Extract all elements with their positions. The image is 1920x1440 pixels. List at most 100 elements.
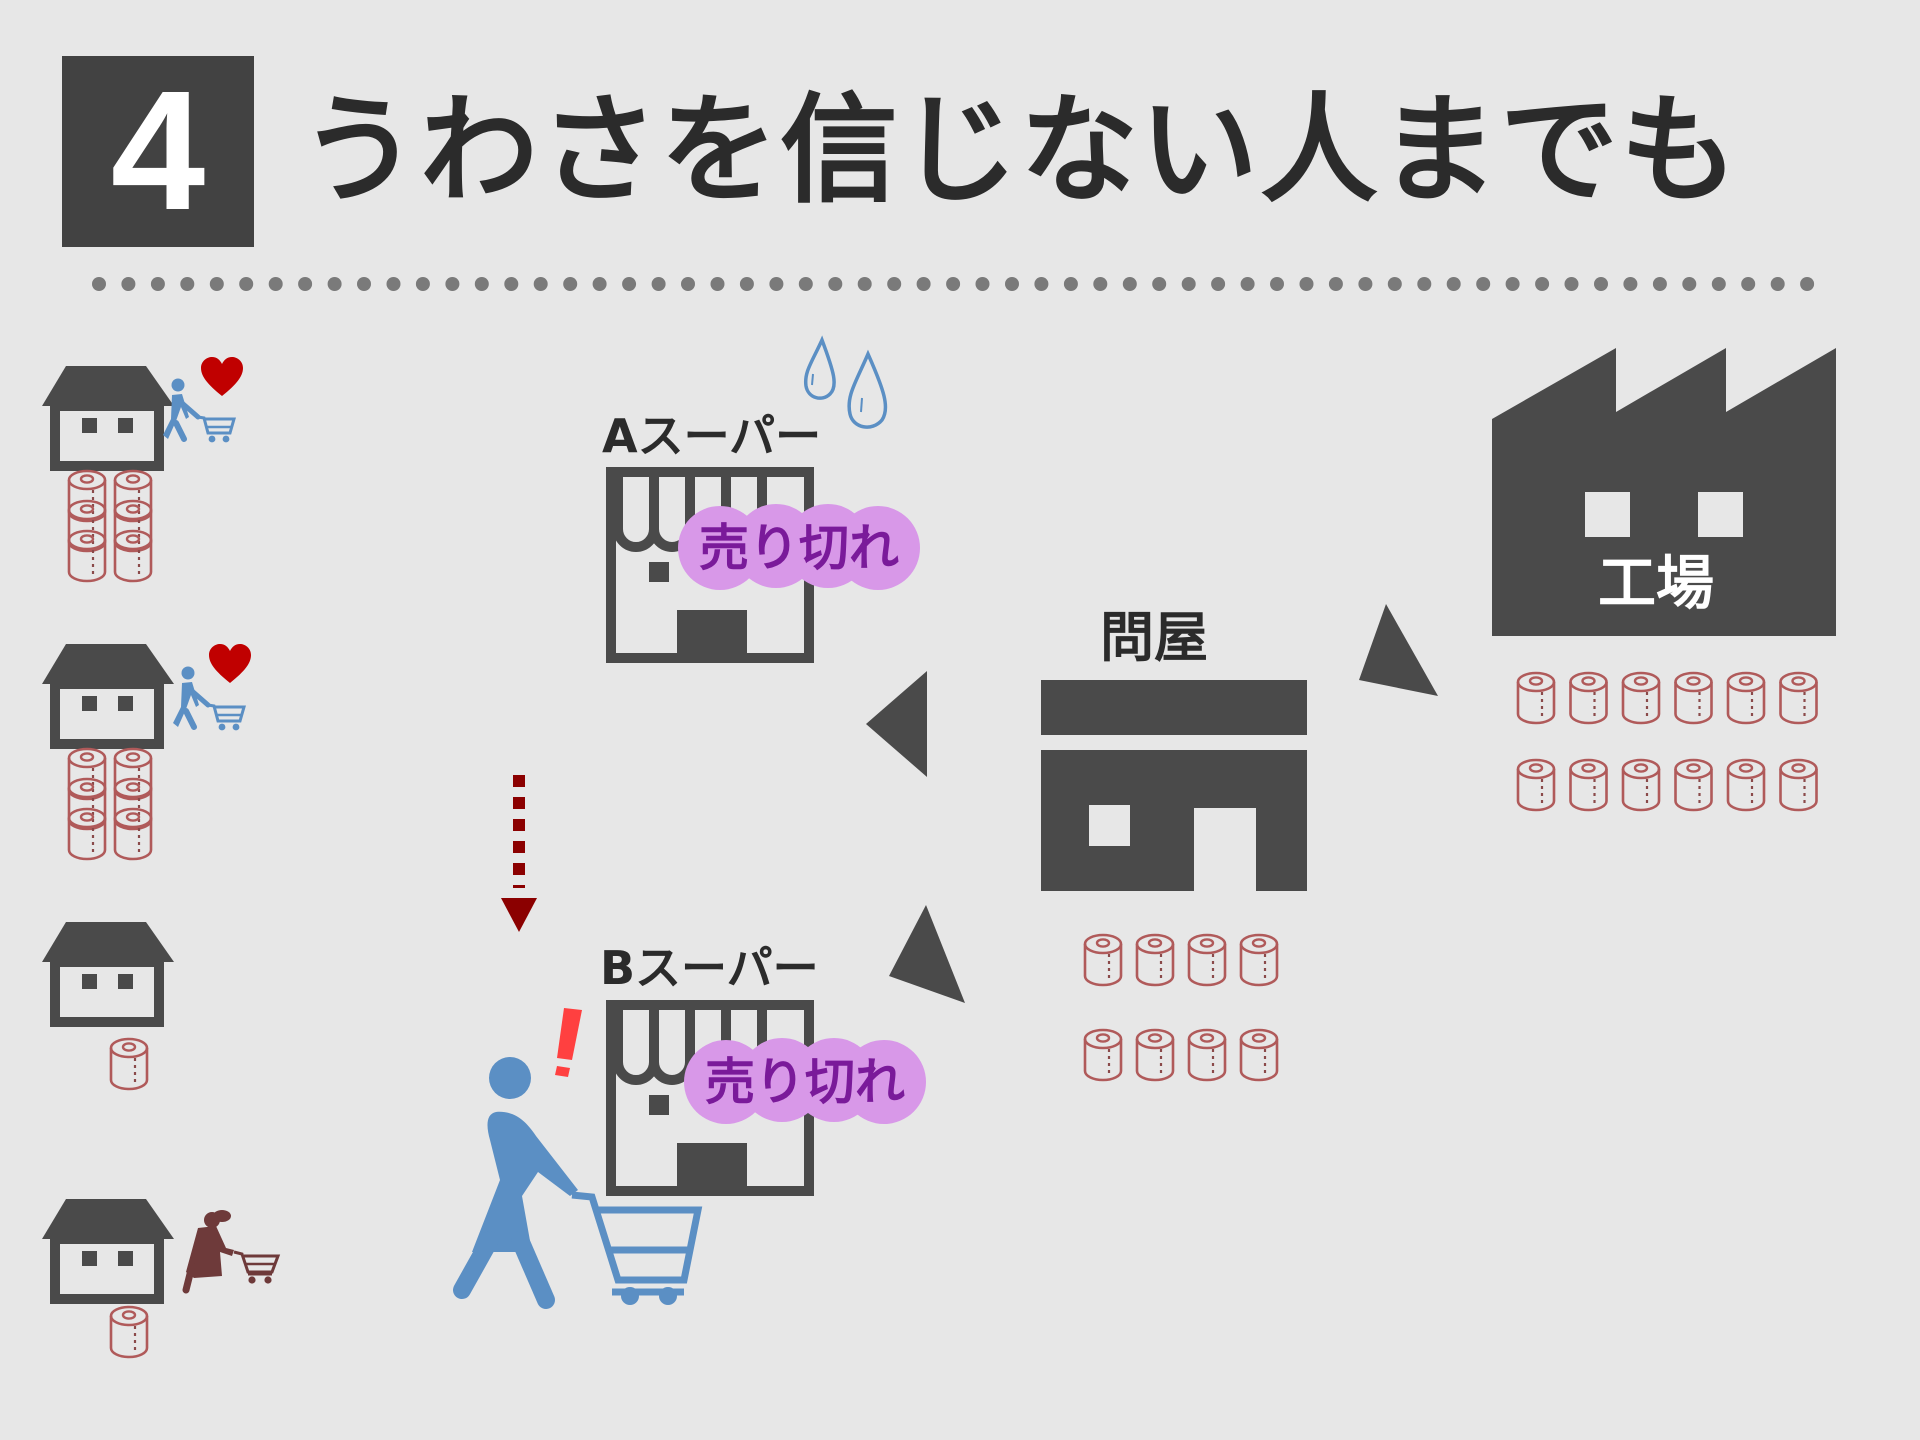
sweat-drops-icon: [803, 335, 888, 429]
divider-dot: [681, 277, 695, 291]
divider-dot: [298, 277, 313, 291]
cart-wheel: [621, 1287, 639, 1305]
paper-roll-icon: [1516, 671, 1556, 725]
paper-roll-icon: [1569, 671, 1608, 725]
divider-dot: [445, 277, 460, 291]
divider-dot: [1387, 277, 1402, 291]
arrow-to-store-b: [889, 905, 965, 1003]
shopping-cart-icon: [571, 1191, 703, 1296]
paper-roll-icon: [1516, 758, 1556, 812]
arrow-to-store-a: [866, 671, 927, 777]
paper-roll-icon: [1187, 1028, 1227, 1082]
factory-label: 工場: [1598, 549, 1715, 617]
paper-roll-icon: [1779, 671, 1818, 725]
divider-dot: [828, 277, 843, 291]
divider-dot: [1711, 277, 1726, 291]
divider-dot: [504, 277, 519, 291]
divider-dot: [1152, 277, 1167, 291]
paper-roll-icon: [109, 1305, 149, 1359]
factory-icon: [1492, 348, 1836, 636]
heart-icon: [201, 357, 243, 396]
cart-wheel: [659, 1287, 677, 1305]
divider-dot: [1770, 277, 1785, 291]
divider-dot: [1652, 277, 1667, 291]
divider-dot: [1122, 277, 1137, 291]
divider-dot: [533, 277, 548, 291]
divider-dot: [1505, 277, 1520, 291]
household-4: [42, 1199, 281, 1359]
paper-roll-icon: [1135, 933, 1175, 987]
divider-dot: [327, 277, 342, 291]
sold-out-badge-a: 売り切れ: [676, 502, 922, 594]
paper-roll-icon: [1083, 1028, 1123, 1082]
paper-roll-icon: [1621, 758, 1661, 812]
divider-dot: [1623, 277, 1638, 291]
badge-cloud: [684, 1038, 926, 1124]
paper-roll-icon: [1239, 1028, 1279, 1082]
store-a-label: Aスーパー: [602, 409, 822, 463]
divider-dot: [1328, 277, 1343, 291]
divider-dot: [1741, 277, 1756, 291]
divider-dot: [651, 277, 666, 291]
divider-dot: [357, 277, 371, 291]
divider-dot: [1211, 277, 1226, 291]
store-b-label: Bスーパー: [600, 941, 819, 995]
divider-dot: [1800, 277, 1815, 291]
divider-dot: [150, 277, 165, 291]
divider-dot: [474, 277, 489, 291]
divider-dot: [121, 277, 136, 291]
sold-out-text: 売り切れ: [699, 519, 899, 577]
paper-roll-icon: [1239, 933, 1279, 987]
exclamation-icon: [555, 1008, 582, 1077]
paper-roll-icon: [1621, 671, 1661, 725]
divider-dot: [769, 277, 784, 291]
paper-roll-icon: [1569, 758, 1608, 812]
divider-dot: [415, 277, 430, 291]
arrow-factory-to-wholesaler: [1359, 604, 1438, 696]
household-1: [42, 357, 243, 583]
dotted-divider: [92, 277, 1815, 291]
divider-dot: [1240, 277, 1255, 291]
divider-dot: [1299, 277, 1314, 291]
paper-roll-icon: [1674, 758, 1713, 812]
divider-dot: [386, 277, 401, 291]
divider-dot: [1682, 277, 1697, 291]
divider-dot: [857, 277, 872, 291]
badge-cloud: [678, 504, 920, 590]
slide-number: 4: [110, 56, 206, 246]
shopper-woman-large-icon: [453, 1057, 578, 1309]
wholesaler-label: 問屋: [1100, 606, 1208, 669]
divider-dot: [710, 277, 725, 291]
divider-dot: [180, 277, 195, 291]
house-icon: [42, 366, 174, 466]
divider-dot: [1358, 277, 1373, 291]
divider-dot: [798, 277, 813, 291]
store-a: [611, 335, 888, 658]
divider-dot: [1564, 277, 1579, 291]
sold-out-text: 売り切れ: [705, 1053, 905, 1111]
divider-dot: [1093, 277, 1108, 291]
divider-dot: [209, 277, 224, 291]
paper-roll-icon: [1135, 1028, 1175, 1082]
divider-dot: [1270, 277, 1284, 291]
paper-roll-icon: [1726, 671, 1766, 725]
divider-dot: [268, 277, 283, 291]
divider-dot: [1446, 277, 1461, 291]
divider-dot: [1535, 277, 1550, 291]
wholesaler-icon: [1041, 680, 1307, 891]
divider-dot: [622, 277, 637, 291]
house-icon: [42, 922, 174, 1022]
divider-dot: [946, 277, 961, 291]
wholesaler-paper-rolls: [1083, 933, 1279, 1082]
slide-title: うわさを信じない人までも: [300, 81, 1741, 219]
divider-dot: [1034, 277, 1049, 291]
divider-dot: [592, 277, 607, 291]
divider-dot: [1417, 277, 1432, 291]
paper-roll-icon: [1187, 933, 1227, 987]
slide-number-box: 4: [62, 56, 254, 247]
divider-dot: [92, 277, 106, 291]
paper-roll-stack: [67, 469, 153, 583]
paper-roll-stack: [67, 747, 153, 861]
house-icon: [42, 644, 174, 744]
divider-dot: [1005, 277, 1019, 291]
